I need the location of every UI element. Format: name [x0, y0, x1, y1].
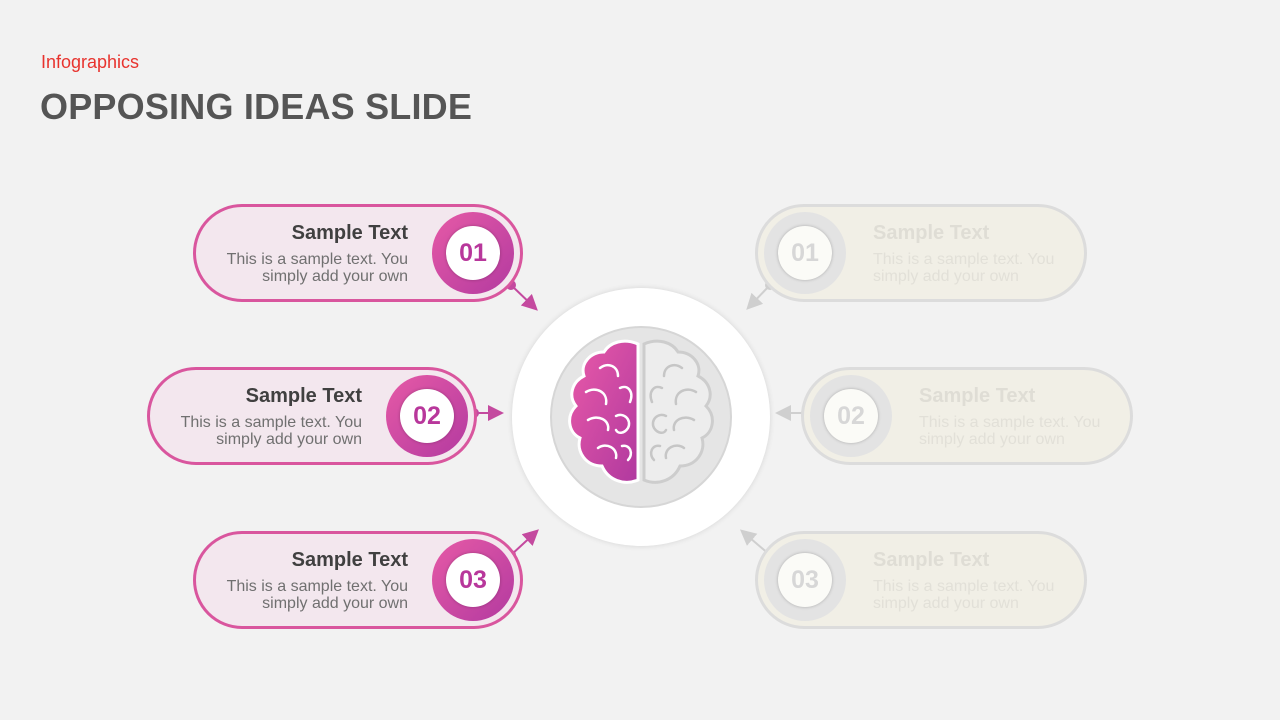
left-item-02-text: Sample Text This is a sample text. You s… — [181, 370, 362, 462]
left-item-03-line2: simply add your own — [262, 594, 408, 612]
right-item-02-text: Sample Text This is a sample text. You s… — [919, 370, 1100, 462]
right-number-badge-01: 01 — [764, 212, 846, 294]
left-number-02: 02 — [400, 389, 454, 443]
left-item-02-title: Sample Text — [245, 384, 362, 407]
right-item-03-text: Sample Text This is a sample text. You s… — [873, 534, 1054, 626]
left-item-03-line1: This is a sample text. You — [226, 577, 408, 595]
right-item-03-line2: simply add your own — [873, 594, 1019, 612]
slide-kicker: Infographics — [41, 52, 140, 72]
left-number-badge-01: 01 — [432, 212, 514, 294]
right-number-02: 02 — [824, 389, 878, 443]
right-item-01-line2: simply add your own — [873, 267, 1019, 285]
right-item-03-title: Sample Text — [873, 548, 990, 571]
left-item-01-title: Sample Text — [291, 221, 408, 244]
left-number-badge-03: 03 — [432, 539, 514, 621]
left-item-03-text: Sample Text This is a sample text. You s… — [227, 534, 408, 626]
left-number-01: 01 — [446, 226, 500, 280]
left-number-03: 03 — [446, 553, 500, 607]
right-item-02-line1: This is a sample text. You — [919, 413, 1101, 431]
brain-icon — [550, 326, 732, 508]
right-number-badge-02: 02 — [810, 375, 892, 457]
right-item-03-line1: This is a sample text. You — [873, 577, 1055, 595]
center-circle — [512, 288, 770, 546]
right-item-01-text: Sample Text This is a sample text. You s… — [873, 207, 1054, 299]
left-item-01-text: Sample Text This is a sample text. You s… — [227, 207, 408, 299]
right-item-01-title: Sample Text — [873, 221, 990, 244]
left-item-02-line1: This is a sample text. You — [180, 413, 362, 431]
right-item-02-title: Sample Text — [919, 384, 1036, 407]
left-item-03-title: Sample Text — [291, 548, 408, 571]
left-item-02-line2: simply add your own — [216, 430, 362, 448]
right-number-03: 03 — [778, 553, 832, 607]
right-number-badge-03: 03 — [764, 539, 846, 621]
left-number-badge-02: 02 — [386, 375, 468, 457]
right-number-01: 01 — [778, 226, 832, 280]
slide-title: OPPOSING IDEAS SLIDE — [40, 86, 473, 127]
right-item-01-line1: This is a sample text. You — [873, 250, 1055, 268]
left-item-01-line1: This is a sample text. You — [226, 250, 408, 268]
right-item-02-line2: simply add your own — [919, 430, 1065, 448]
left-item-01-line2: simply add your own — [262, 267, 408, 285]
